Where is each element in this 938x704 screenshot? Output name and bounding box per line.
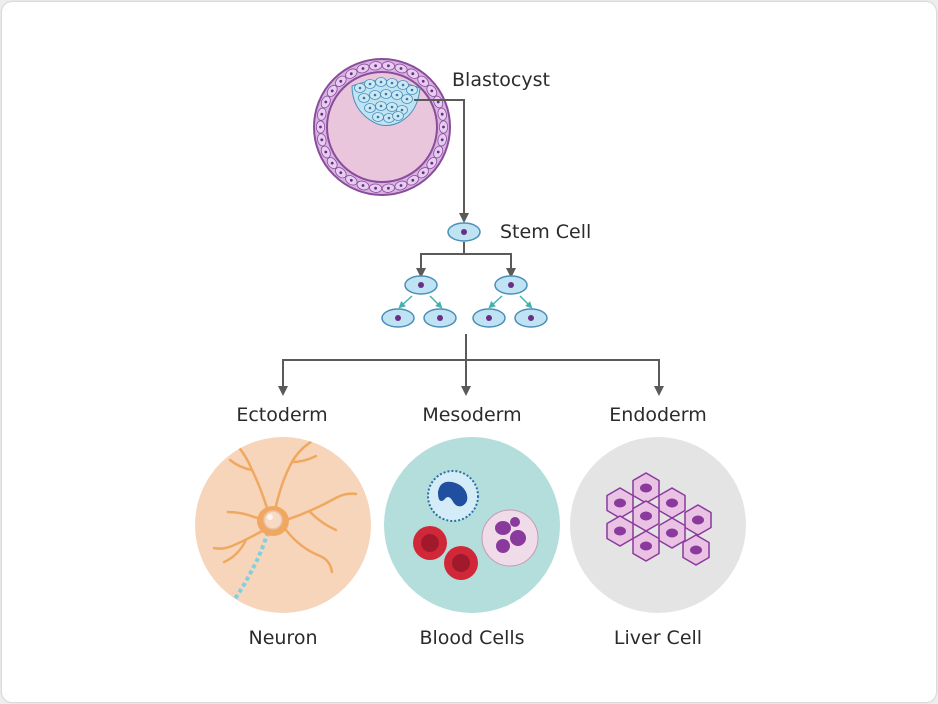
liver-cell	[606, 487, 634, 519]
neuron-illustration	[195, 437, 371, 613]
blood-cells-illustration	[384, 437, 560, 613]
lymphocyte	[481, 509, 539, 567]
daughter-cell	[494, 275, 528, 295]
granddaughter-cell	[472, 308, 506, 328]
arrow-stem-left	[416, 242, 465, 278]
liver-cell	[632, 472, 660, 504]
label-ectoderm: Ectoderm	[236, 404, 327, 426]
granddaughter-cell	[423, 308, 457, 328]
stem-cell-icon	[447, 222, 481, 242]
red-blood-cell	[444, 546, 478, 580]
red-blood-cell	[413, 526, 447, 560]
label-mesoderm: Mesoderm	[422, 404, 521, 426]
liver-cell	[632, 500, 660, 532]
label-blood-cells: Blood Cells	[419, 627, 524, 649]
liver-cell	[632, 530, 660, 562]
white-blood-cell	[427, 470, 479, 522]
label-blastocyst: Blastocyst	[452, 69, 550, 91]
inner-cell-mass	[351, 77, 421, 126]
daughter-cell	[404, 275, 438, 295]
arrow-blastocyst-to-stem	[414, 99, 469, 223]
arrow-to-ectoderm	[278, 359, 466, 396]
daughter-cells	[404, 275, 528, 295]
label-stem-cell: Stem Cell	[500, 221, 591, 243]
liver-cell	[684, 504, 712, 536]
label-liver-cell: Liver Cell	[614, 627, 702, 649]
liver-cell	[658, 517, 686, 549]
liver-cell	[682, 534, 710, 566]
liver-cell	[606, 515, 634, 547]
arrow-stem-right	[464, 253, 516, 278]
granddaughter-cells	[381, 308, 548, 328]
granddaughter-cell	[514, 308, 548, 328]
granddaughter-cell	[381, 308, 415, 328]
teal-division-arrows	[398, 295, 533, 309]
liver-cell	[658, 487, 686, 519]
blastocyst-illustration	[313, 58, 451, 196]
liver-cells-illustration	[570, 437, 746, 613]
label-endoderm: Endoderm	[609, 404, 706, 426]
label-neuron: Neuron	[248, 627, 317, 649]
arrow-to-endoderm	[466, 359, 664, 396]
